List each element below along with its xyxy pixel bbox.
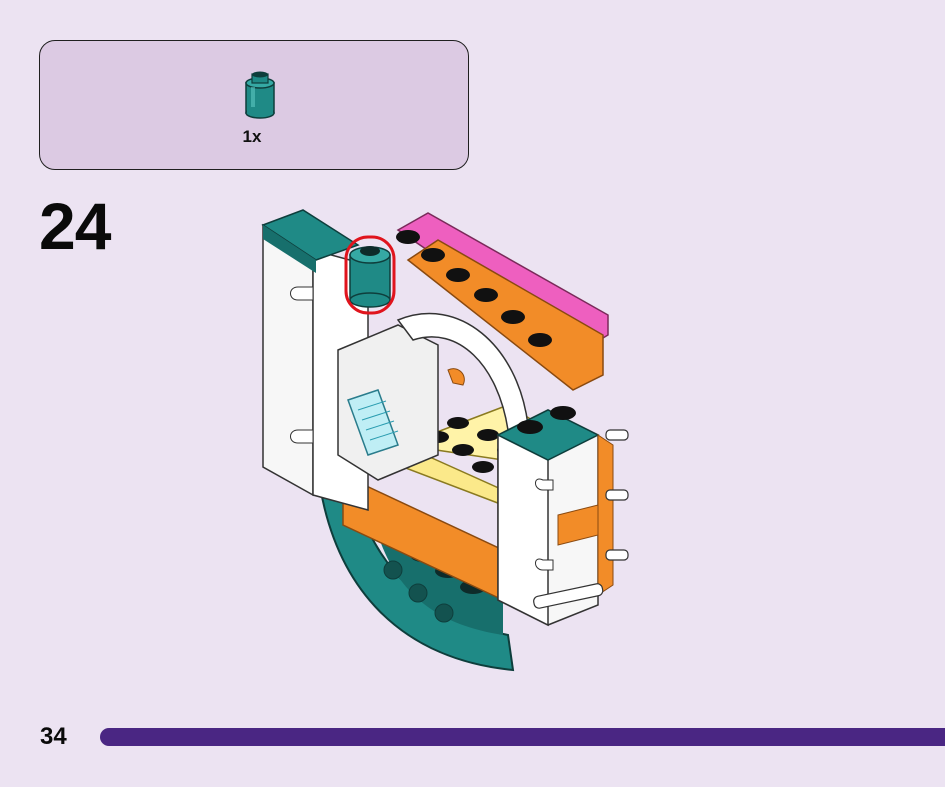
step-number: 24 xyxy=(39,189,111,263)
new-part-highlight xyxy=(344,235,396,315)
page-progress-bar xyxy=(100,728,945,746)
round-brick-teal-icon xyxy=(245,71,275,119)
parts-callout: 1x xyxy=(39,40,469,170)
part-quantity: 1x xyxy=(242,127,262,146)
page-number: 34 xyxy=(40,723,67,750)
build-model-illustration xyxy=(261,209,629,672)
